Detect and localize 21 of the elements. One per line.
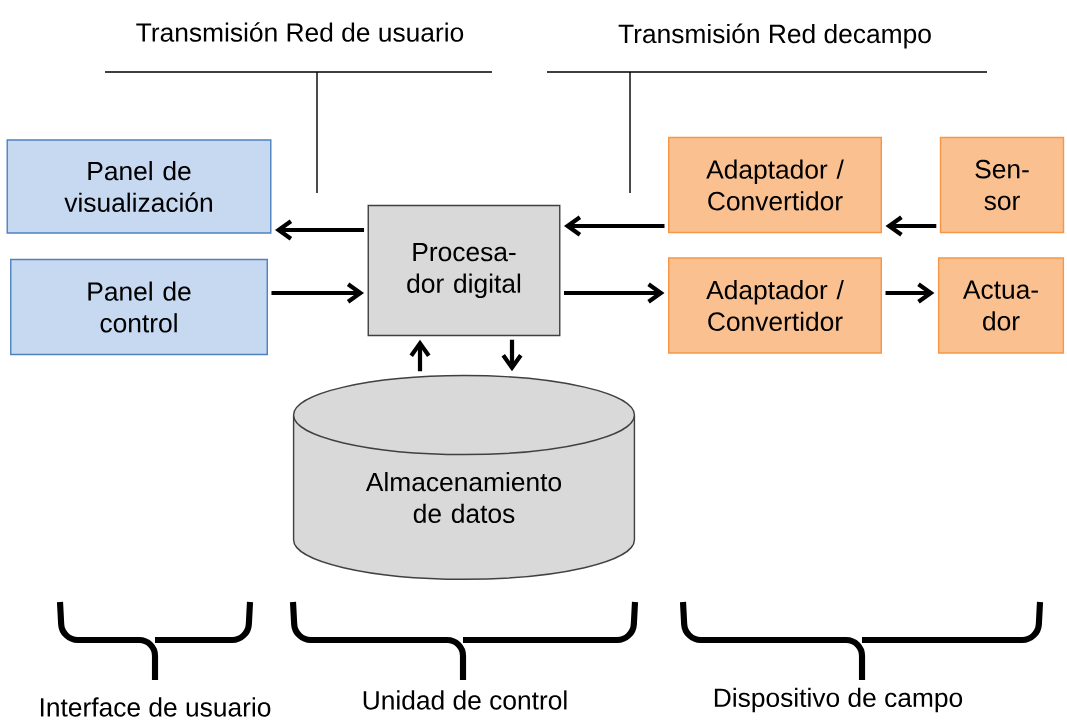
section-label: Interface de usuario bbox=[40, 697, 271, 717]
panel-box: Panel de control bbox=[10, 258, 268, 356]
arrow bbox=[885, 215, 937, 237]
arrow bbox=[409, 339, 431, 372]
arrow bbox=[271, 282, 365, 304]
network-label: Transmisión Red de usuario bbox=[136, 22, 464, 42]
arrow bbox=[564, 215, 665, 237]
panel-box: Panel de visualización bbox=[6, 139, 272, 234]
network-label: Transmisión Red decampo bbox=[618, 23, 931, 49]
storage-cylinder: Almacenamiento de datos bbox=[292, 374, 636, 580]
arrow bbox=[275, 219, 365, 241]
arrow bbox=[885, 282, 935, 304]
arrow bbox=[501, 339, 523, 372]
adapter-box: Adaptador / Convertidor bbox=[668, 257, 882, 354]
section-label: Unidad de control bbox=[363, 690, 567, 710]
processor-box: Procesa- dor digital bbox=[367, 204, 561, 337]
section-label: Dispositivo de campo bbox=[714, 687, 963, 713]
adapter-box: Actua- dor bbox=[937, 257, 1065, 354]
arrow bbox=[564, 282, 665, 304]
adapter-box: Adaptador / Convertidor bbox=[668, 136, 882, 234]
adapter-box: Sen- sor bbox=[939, 136, 1065, 234]
